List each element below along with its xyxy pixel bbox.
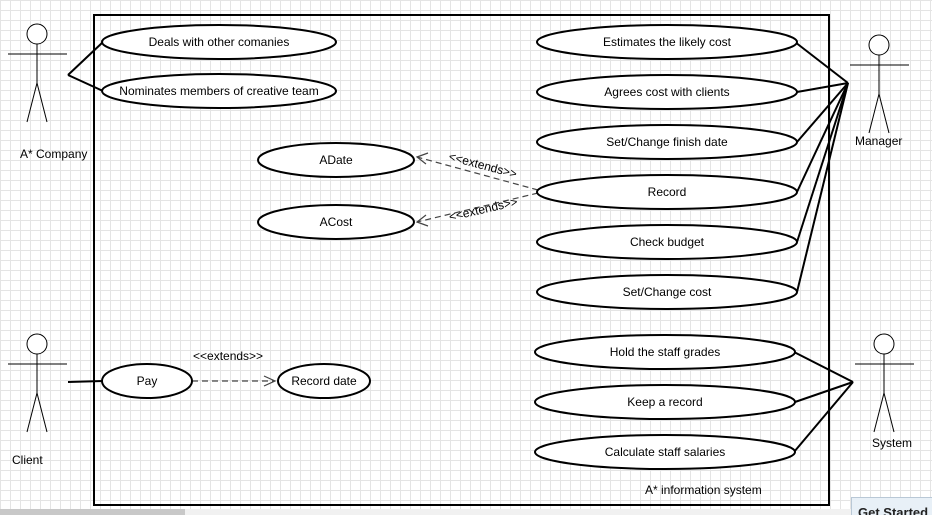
- use-case-label: Hold the staff grades: [610, 345, 721, 359]
- use-case-pay[interactable]: Pay: [101, 363, 193, 399]
- use-case-estimates[interactable]: Estimates the likely cost: [536, 24, 798, 60]
- use-case-deals[interactable]: Deals with other comanies: [101, 24, 337, 60]
- actor-company[interactable]: A* Company: [8, 23, 87, 161]
- use-case-record-date[interactable]: Record date: [277, 363, 371, 399]
- stick-figure-icon: [8, 333, 67, 433]
- use-case-label: Set/Change finish date: [606, 135, 728, 149]
- use-case-label: Calculate staff salaries: [605, 445, 726, 459]
- system-boundary-label: A* information system: [645, 483, 762, 497]
- use-case-label: Keep a record: [627, 395, 702, 409]
- extends-label-acost: <<extends>>: [448, 195, 519, 224]
- use-case-label: Record date: [291, 374, 357, 388]
- actor-manager[interactable]: Manager: [850, 34, 909, 148]
- use-case-check-budget[interactable]: Check budget: [536, 224, 798, 260]
- use-case-adate[interactable]: ADate: [257, 142, 415, 178]
- association-lines: [67, 41, 854, 453]
- use-case-keep-record[interactable]: Keep a record: [534, 384, 796, 420]
- use-case-record[interactable]: Record: [536, 174, 798, 210]
- system-boundary[interactable]: [93, 14, 830, 506]
- use-case-agrees[interactable]: Agrees cost with clients: [536, 74, 798, 110]
- use-case-label: Check budget: [630, 235, 705, 249]
- use-case-set-cost[interactable]: Set/Change cost: [536, 274, 798, 310]
- get-started-button[interactable]: Get Started: [851, 497, 932, 515]
- stick-figure-icon: [8, 23, 67, 123]
- scrollbar-thumb[interactable]: [0, 509, 185, 515]
- stick-figure-icon: [850, 34, 909, 134]
- use-case-label: Agrees cost with clients: [604, 85, 729, 99]
- use-case-salaries[interactable]: Calculate staff salaries: [534, 434, 796, 470]
- use-case-nominates[interactable]: Nominates members of creative team: [101, 73, 337, 109]
- extends-label-adate: <<extends>>: [447, 149, 518, 181]
- actor-label: A* Company: [20, 147, 87, 161]
- actor-label: Manager: [855, 134, 902, 148]
- actor-client[interactable]: Client: [8, 333, 67, 467]
- use-case-label: ADate: [319, 153, 353, 167]
- use-case-label: ACost: [320, 215, 353, 229]
- use-case-label: Record: [648, 185, 687, 199]
- actor-label: System: [872, 436, 912, 450]
- use-case-staff-grades[interactable]: Hold the staff grades: [534, 334, 796, 370]
- use-case-label: Estimates the likely cost: [603, 35, 732, 49]
- extend-relation-adate[interactable]: <<extends>>: [415, 149, 539, 191]
- actor-label: Client: [12, 453, 43, 467]
- actor-system[interactable]: System: [855, 333, 914, 450]
- use-case-label: Pay: [137, 374, 158, 388]
- stick-figure-icon: [855, 333, 914, 433]
- horizontal-scrollbar[interactable]: [0, 509, 932, 515]
- extend-relation-pay[interactable]: <<extends>>: [192, 349, 277, 387]
- use-case-label: Deals with other comanies: [149, 35, 290, 49]
- extends-label-pay: <<extends>>: [193, 349, 263, 363]
- extend-relation-acost[interactable]: <<extends>>: [415, 192, 539, 227]
- use-case-label: Nominates members of creative team: [119, 84, 318, 98]
- use-case-finish-date[interactable]: Set/Change finish date: [536, 124, 798, 160]
- use-case-acost[interactable]: ACost: [257, 204, 415, 240]
- use-case-label: Set/Change cost: [623, 285, 712, 299]
